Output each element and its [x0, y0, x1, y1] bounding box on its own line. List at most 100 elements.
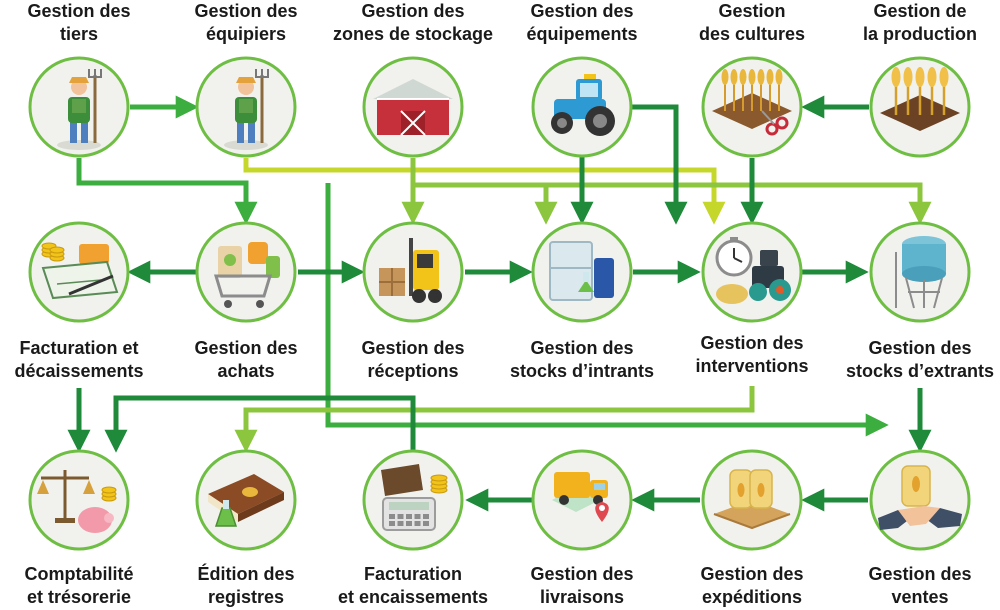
node-equipements [531, 56, 633, 158]
connectors [67, 95, 932, 512]
wheat-field-icon [880, 67, 960, 131]
fridge-icon [549, 241, 614, 301]
node-label-line: Gestion des [361, 338, 465, 358]
node-zones [362, 56, 464, 158]
node-label-line: ventes [891, 587, 949, 607]
node-registres [195, 449, 297, 551]
node-label-line: réceptions [367, 361, 459, 381]
node-label-line: Gestion [718, 1, 786, 21]
node-label-line: Facturation [363, 564, 462, 584]
node-extrants [869, 221, 971, 323]
wheat-scissors-icon [712, 69, 792, 136]
node-label-line: équipements [526, 24, 638, 44]
forklift-icon [379, 238, 442, 303]
nodes-layer [28, 56, 971, 551]
connector-zones-intrants [413, 182, 558, 225]
node-fact_dec [28, 221, 130, 323]
node-label-equipiers: Gestion des équipiers [161, 0, 331, 46]
node-achats [195, 221, 297, 323]
checkbook-icon [41, 242, 119, 300]
scales-piggybank-icon [37, 470, 117, 533]
node-label-line: Gestion des [194, 338, 298, 358]
silo-icon [895, 236, 946, 309]
node-label-line: stocks d’intrants [509, 361, 655, 381]
handshake-icon [878, 465, 962, 530]
node-label-achats: Gestion des achats [161, 337, 331, 383]
node-label-line: Gestion de [873, 1, 967, 21]
node-label-line: Gestion des [530, 338, 634, 358]
node-label-line: décaissements [14, 361, 144, 381]
tractor-icon [551, 74, 615, 136]
node-equipiers [195, 56, 297, 158]
node-intrants [531, 221, 633, 323]
shopping-cart-icon [213, 242, 280, 308]
node-label-line: Gestion des [868, 338, 972, 358]
node-label-line: Édition des [197, 564, 295, 584]
node-label-livraisons: Gestion des livraisons [497, 563, 667, 609]
node-ventes [869, 449, 971, 551]
node-expeditions [701, 449, 803, 551]
calculator-icon [381, 464, 448, 531]
node-label-line: tiers [59, 24, 99, 44]
connector-fact-enc-compta [104, 395, 416, 454]
node-label-line: interventions [695, 356, 809, 376]
node-label-line: achats [217, 361, 275, 381]
connector-tiers-achats [76, 158, 258, 225]
node-label-compta: Comptabilité et trésorerie [0, 563, 164, 609]
node-label-extrants: Gestion des stocks d’extrants [835, 337, 1000, 383]
node-label-tiers: Gestion des tiers [0, 0, 164, 46]
node-label-line: équipiers [205, 24, 287, 44]
node-label-fact_enc: Facturation et encaissements [328, 563, 498, 609]
farmer-icon [224, 69, 269, 150]
node-label-production: Gestion de la production [835, 0, 1000, 46]
node-label-intrants: Gestion des stocks d’intrants [497, 337, 667, 383]
node-interventions [701, 221, 803, 323]
node-label-registres: Édition des registres [161, 563, 331, 609]
pallet-sacks-icon [713, 469, 791, 530]
node-label-line: Gestion des [27, 1, 131, 21]
node-livraisons [531, 449, 633, 551]
node-label-line: registres [207, 587, 285, 607]
node-label-line: Gestion des [868, 564, 972, 584]
node-production [869, 56, 971, 158]
farmer-icon [57, 69, 102, 150]
node-cultures [701, 56, 803, 158]
node-label-line: Gestion des [194, 1, 298, 21]
node-label-line: zones de stockage [332, 24, 494, 44]
node-label-line: Comptabilité [24, 564, 134, 584]
node-label-line: Gestion des [700, 564, 804, 584]
node-label-line: des cultures [698, 24, 806, 44]
node-circle [195, 221, 297, 323]
connector-equipiers-interventions [243, 158, 726, 225]
node-label-equipements: Gestion des équipements [497, 0, 667, 46]
node-label-line: Gestion des [530, 564, 634, 584]
node-label-line: la production [863, 24, 977, 44]
node-label-line: Gestion des [530, 1, 634, 21]
node-label-line: stocks d’extrants [845, 361, 995, 381]
node-label-interventions: Gestion des interventions [667, 332, 837, 378]
barn-icon [373, 79, 453, 136]
node-label-line: Gestion des [361, 1, 465, 21]
node-label-ventes: Gestion des ventes [835, 563, 1000, 609]
node-label-receptions: Gestion des réceptions [328, 337, 498, 383]
node-receptions [362, 221, 464, 323]
node-label-line: et encaissements [337, 587, 489, 607]
delivery-truck-icon [552, 472, 609, 522]
node-tiers [28, 56, 130, 158]
node-label-line: et trésorerie [26, 587, 132, 607]
connector-interventions-registres [234, 386, 755, 453]
book-flask-icon [208, 474, 284, 527]
connector-tiers-ventes [325, 183, 889, 437]
connector-zones-extrants [546, 182, 932, 225]
node-label-zones: Gestion des zones de stockage [328, 0, 498, 46]
node-compta [28, 449, 130, 551]
connector-equipements-interventions [630, 104, 688, 225]
node-label-line: livraisons [539, 587, 625, 607]
node-label-line: Gestion des [700, 333, 804, 353]
stopwatch-tractor-icon [715, 237, 791, 304]
node-label-cultures: Gestion des cultures [667, 0, 837, 46]
node-fact_enc [362, 449, 464, 551]
